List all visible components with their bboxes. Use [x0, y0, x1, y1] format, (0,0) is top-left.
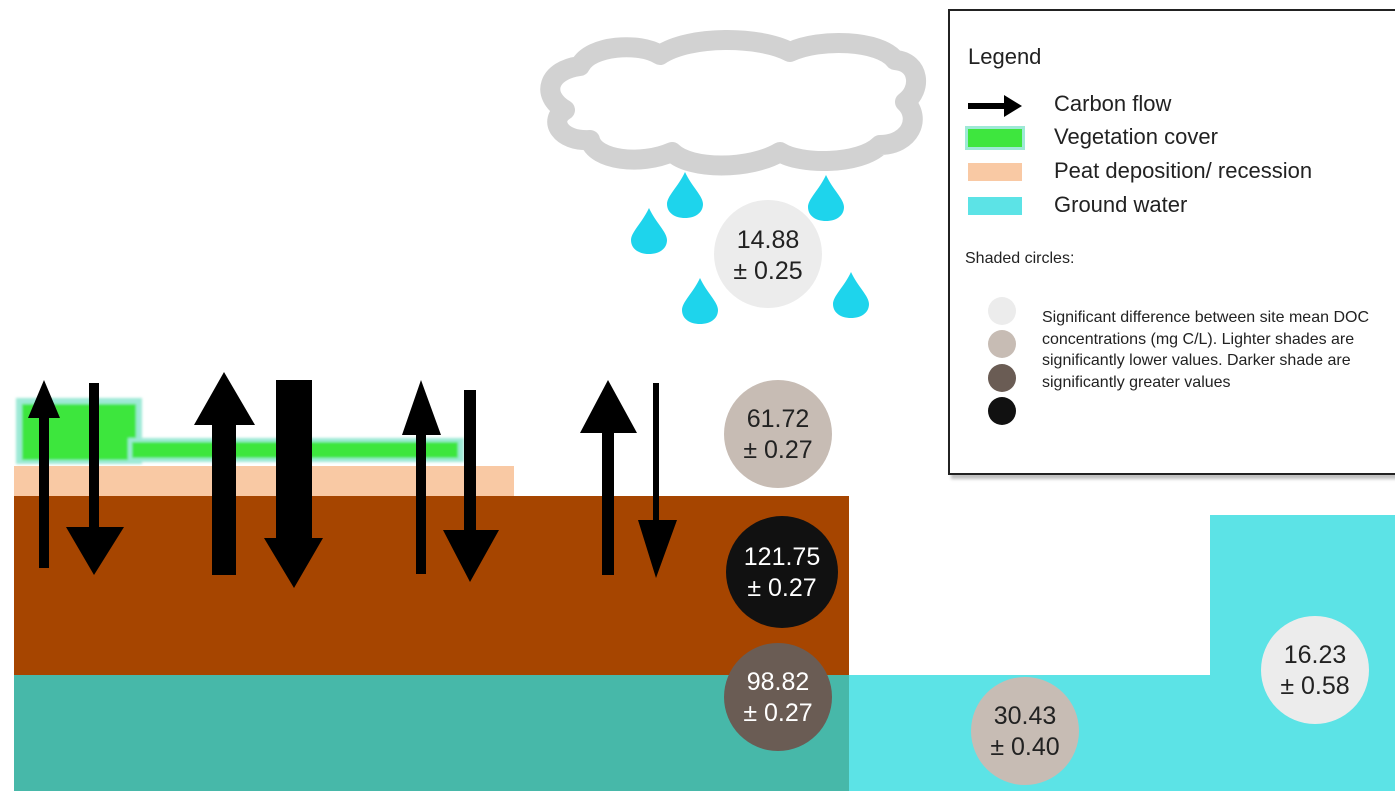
measurement-value: 16.23 — [1284, 641, 1347, 669]
measurement-value: 30.43 — [994, 702, 1057, 730]
measurement-groundwater-right: 16.23 ± 0.58 — [1261, 616, 1369, 724]
measurement-error: ± 0.27 — [743, 436, 812, 464]
vegetation-swatch — [968, 129, 1022, 147]
arrow-down-icon — [443, 390, 499, 582]
groundwater-swatch — [968, 197, 1022, 215]
shade-dark-icon — [988, 364, 1016, 392]
legend-label: Peat deposition/ recession — [1054, 158, 1313, 183]
arrow-up-icon — [580, 380, 637, 575]
arrow-up-icon — [28, 380, 60, 568]
measurement-rainwater: 14.88 ± 0.25 — [714, 200, 822, 308]
measurement-value: 98.82 — [747, 668, 810, 696]
legend-item-peat: Peat deposition/ recession — [968, 158, 1388, 188]
measurement-groundwater-middle: 30.43 ± 0.40 — [971, 677, 1079, 785]
arrow-up-icon — [194, 372, 255, 575]
legend-item-carbon-flow: Carbon flow — [968, 91, 1388, 121]
cloud-icon — [540, 30, 927, 176]
groundwater-under-peat — [14, 675, 849, 791]
arrow-up-icon — [402, 380, 441, 574]
legend-panel: Legend Carbon flow Vegetation cover Peat… — [948, 9, 1395, 475]
legend-item-vegetation: Vegetation cover — [968, 124, 1388, 154]
arrow-right-icon — [968, 95, 1022, 117]
raindrop-icon — [631, 208, 667, 254]
arrow-down-icon — [66, 383, 124, 575]
arrow-down-icon — [264, 380, 323, 588]
measurement-error: ± 0.27 — [747, 574, 816, 602]
legend-label: Vegetation cover — [1054, 124, 1218, 149]
peat-swatch — [968, 163, 1022, 181]
raindrop-icon — [808, 175, 844, 221]
raindrop-icon — [667, 172, 703, 218]
raindrop-icon — [682, 278, 718, 324]
legend-label: Carbon flow — [1054, 91, 1172, 116]
shade-darkest-icon — [988, 397, 1016, 425]
measurement-error: ± 0.40 — [990, 733, 1059, 761]
shade-lightest-icon — [988, 297, 1016, 325]
raindrops — [631, 172, 869, 324]
raindrop-icon — [833, 272, 869, 318]
measurement-peat-surface: 61.72 ± 0.27 — [724, 380, 832, 488]
legend-item-groundwater: Ground water — [968, 192, 1388, 222]
measurement-peat-body: 121.75 ± 0.27 — [726, 516, 838, 628]
measurement-error: ± 0.27 — [743, 699, 812, 727]
measurement-value: 61.72 — [747, 405, 810, 433]
shade-light-icon — [988, 330, 1016, 358]
legend-title: Legend — [968, 44, 1042, 69]
shaded-circles-note: Significant difference between site mean… — [1042, 309, 1369, 391]
measurement-error: ± 0.58 — [1280, 672, 1349, 700]
shaded-circles-title: Shaded circles: — [965, 250, 1075, 267]
peat-layer — [14, 496, 849, 675]
measurement-error: ± 0.25 — [733, 257, 802, 285]
carbon-flow-arrows — [28, 372, 677, 588]
measurement-peat-groundwater: 98.82 ± 0.27 — [724, 643, 832, 751]
measurement-value: 14.88 — [737, 226, 800, 254]
arrow-down-icon — [638, 383, 677, 578]
legend-label: Ground water — [1054, 192, 1188, 217]
measurement-value: 121.75 — [744, 543, 820, 571]
